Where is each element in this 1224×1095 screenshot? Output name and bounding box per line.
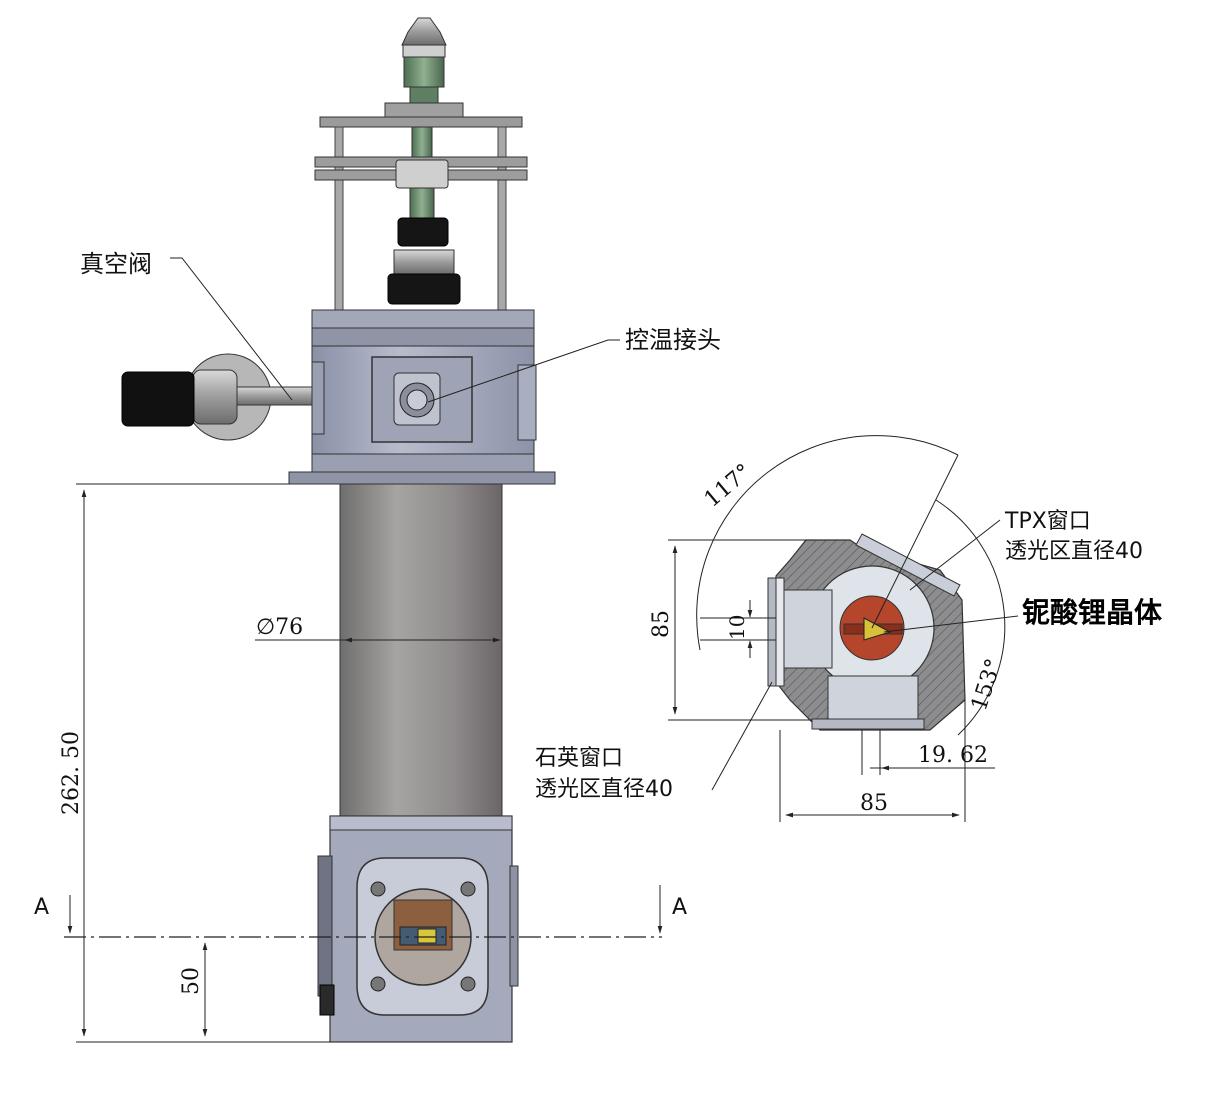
section-label-right: A xyxy=(672,895,687,920)
label-vacuum-valve: 真空阀 xyxy=(80,250,152,278)
dim-crystal-gap-label: 10 xyxy=(725,615,749,640)
tube xyxy=(339,483,503,817)
leader-temp-connector xyxy=(427,339,620,403)
dim-section-width-label: 85 xyxy=(860,791,888,816)
label-crystal: 铌酸锂晶体 xyxy=(1022,596,1163,629)
angle-right-label: 153° xyxy=(967,656,1007,714)
top-cap-assembly xyxy=(314,17,528,313)
dim-offset-label: 19. 62 xyxy=(918,743,988,768)
label-tpx-aperture: 透光区直径40 xyxy=(1005,539,1143,564)
leader-quartz xyxy=(711,681,773,791)
label-quartz-window: 石英窗口 xyxy=(535,746,623,771)
label-quartz-aperture: 透光区直径40 xyxy=(535,777,673,802)
dim-overall-height-label: 262. 50 xyxy=(59,731,84,815)
label-tpx-window: TPX窗口 xyxy=(1004,509,1091,534)
angle-arc-top xyxy=(696,435,959,651)
dim-section-height-label: 85 xyxy=(649,610,674,638)
leader-vacuum-valve xyxy=(170,257,293,401)
leader-crystal xyxy=(883,615,1019,633)
chamber-body xyxy=(288,309,556,485)
leader-tpx xyxy=(909,519,1001,591)
vacuum-valve xyxy=(121,353,325,441)
lower-chamber xyxy=(317,815,519,1043)
angle-arc-right xyxy=(935,499,1006,736)
dim-diameter-label: ∅76 xyxy=(256,615,303,640)
section-label-left: A xyxy=(34,895,49,920)
dim-window-height-label: 50 xyxy=(179,967,204,995)
section-view xyxy=(767,533,966,731)
label-temp-connector: 控温接头 xyxy=(625,326,721,354)
angle-top-label: 117° xyxy=(700,459,757,512)
